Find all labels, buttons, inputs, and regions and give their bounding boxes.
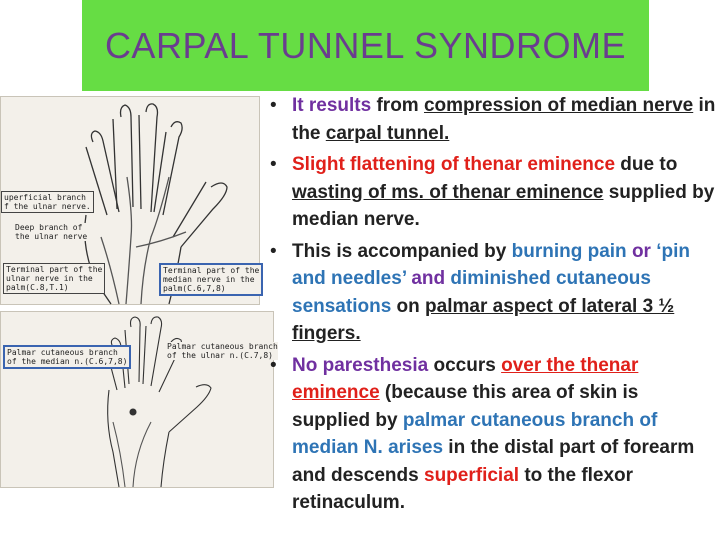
bullet-text-segment: from xyxy=(376,95,424,116)
bullet-item: It results from compression of median ne… xyxy=(268,92,716,147)
label-palmar-cutaneous-median: Palmar cutaneous branch of the median n.… xyxy=(3,345,132,369)
bullet-text-segment: and xyxy=(406,268,451,289)
slide-title: CARPAL TUNNEL SYNDROME xyxy=(104,24,627,66)
bullet-list: It results from compression of median ne… xyxy=(268,92,716,521)
hand-nerve-diagram-top: uperficial branch f the ulnar nerve. Dee… xyxy=(0,96,264,305)
hand-drawing-top xyxy=(84,103,228,305)
bullet-text-segment: palmar cutaneous branch of median N. ari… xyxy=(292,409,658,459)
bullet-text-segment: carpal tunnel. xyxy=(325,122,450,144)
bullet-text-segment: due to xyxy=(615,154,678,175)
label-superficial-ulnar-branch: uperficial branch f the ulnar nerve. xyxy=(1,191,94,213)
label-deep-ulnar-branch: Deep branch of the ulnar nerve xyxy=(15,223,88,241)
bullet-text-segment: diminished cutaneous sensations xyxy=(292,268,651,317)
bullet-text-segment: in the distal part of forearm and descen… xyxy=(292,437,695,486)
bullet-text-segment: Slight flattening of thenar eminence xyxy=(292,154,616,175)
bullet-text-segment: occurs xyxy=(428,354,502,376)
bullet-item: No paresthesia occurs over the thenar em… xyxy=(268,352,716,517)
bullet-item: This is accompanied by burning pain or ‘… xyxy=(268,238,716,348)
bullet-text-segment: compression of median nerve xyxy=(423,95,694,116)
bullet-text-segment: wasting of ms. of thenar eminence xyxy=(292,181,604,203)
bullet-text-segment: superficial xyxy=(424,464,520,486)
label-terminal-median: Terminal part of the median nerve in the… xyxy=(159,263,264,296)
bullet-text-segment: No paresthesia xyxy=(292,354,429,376)
bullet-text-segment: palmar aspect of lateral 3 ½ fingers. xyxy=(292,295,675,345)
bullet-text-segment: in the xyxy=(292,95,716,144)
bullet-text-segment: or xyxy=(626,240,657,262)
hand-nerve-diagram-bottom: Palmar cutaneous branch of the median n.… xyxy=(0,311,278,488)
bullet-text-segment: on xyxy=(391,295,426,317)
title-banner: CARPAL TUNNEL SYNDROME xyxy=(82,0,649,91)
bullet-text-segment: supplied by median nerve. xyxy=(292,181,715,231)
bullet-text-segment: burning pain xyxy=(511,240,627,262)
bullet-item: Slight flattening of thenar eminence due… xyxy=(268,151,716,234)
bullet-text-segment: over the thenar eminence xyxy=(292,354,639,404)
bullet-text-segment: ‘pin and needles’ xyxy=(292,240,691,290)
bullet-text-segment: This is accompanied by xyxy=(292,240,512,262)
bullet-text-segment: (because this area of skin is supplied b… xyxy=(292,382,639,431)
label-terminal-ulnar: Terminal part of the ulnar nerve in the … xyxy=(3,263,106,294)
hand-drawing-bottom xyxy=(106,316,212,488)
bullet-text-segment: to the flexor retinaculum. xyxy=(292,464,634,514)
label-palmar-cutaneous-ulnar: Palmar cutaneous branch of the ulnar n.(… xyxy=(167,342,278,360)
bullet-text-segment: It results xyxy=(292,95,377,116)
